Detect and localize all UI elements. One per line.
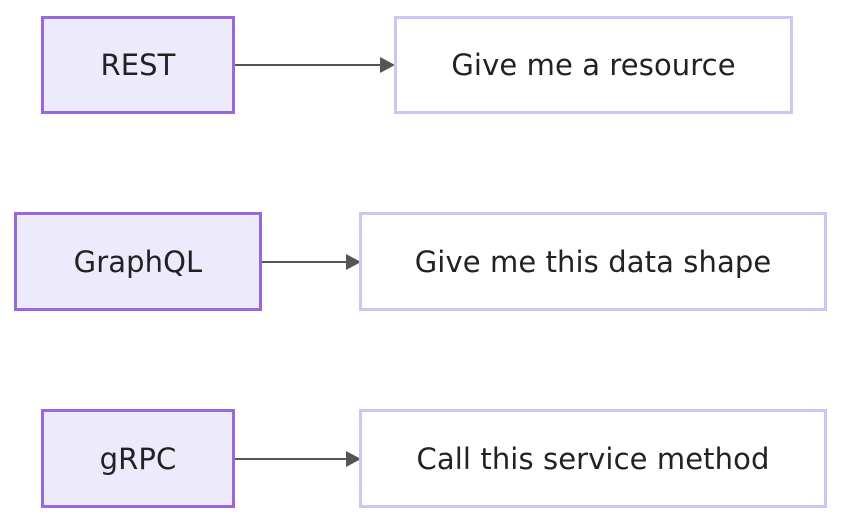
node-rest-description-label: Give me a resource xyxy=(451,48,736,82)
node-rest-description: Give me a resource xyxy=(394,16,793,114)
edge-graphql-arrowhead xyxy=(346,254,361,270)
node-rest: REST xyxy=(41,16,235,114)
edge-rest xyxy=(234,57,395,73)
node-grpc: gRPC xyxy=(41,409,235,508)
node-graphql: GraphQL xyxy=(14,212,262,311)
node-grpc-label: gRPC xyxy=(99,441,177,476)
node-grpc-description-label: Call this service method xyxy=(416,441,770,476)
edge-graphql xyxy=(261,254,361,270)
node-graphql-description: Give me this data shape xyxy=(359,212,827,311)
node-grpc-description: Call this service method xyxy=(359,409,827,508)
edge-grpc-arrowhead xyxy=(346,451,361,467)
node-graphql-description-label: Give me this data shape xyxy=(414,244,772,279)
node-rest-label: REST xyxy=(100,48,176,82)
edge-grpc xyxy=(234,451,361,467)
node-graphql-label: GraphQL xyxy=(73,244,203,279)
edge-rest-arrowhead xyxy=(380,57,395,73)
